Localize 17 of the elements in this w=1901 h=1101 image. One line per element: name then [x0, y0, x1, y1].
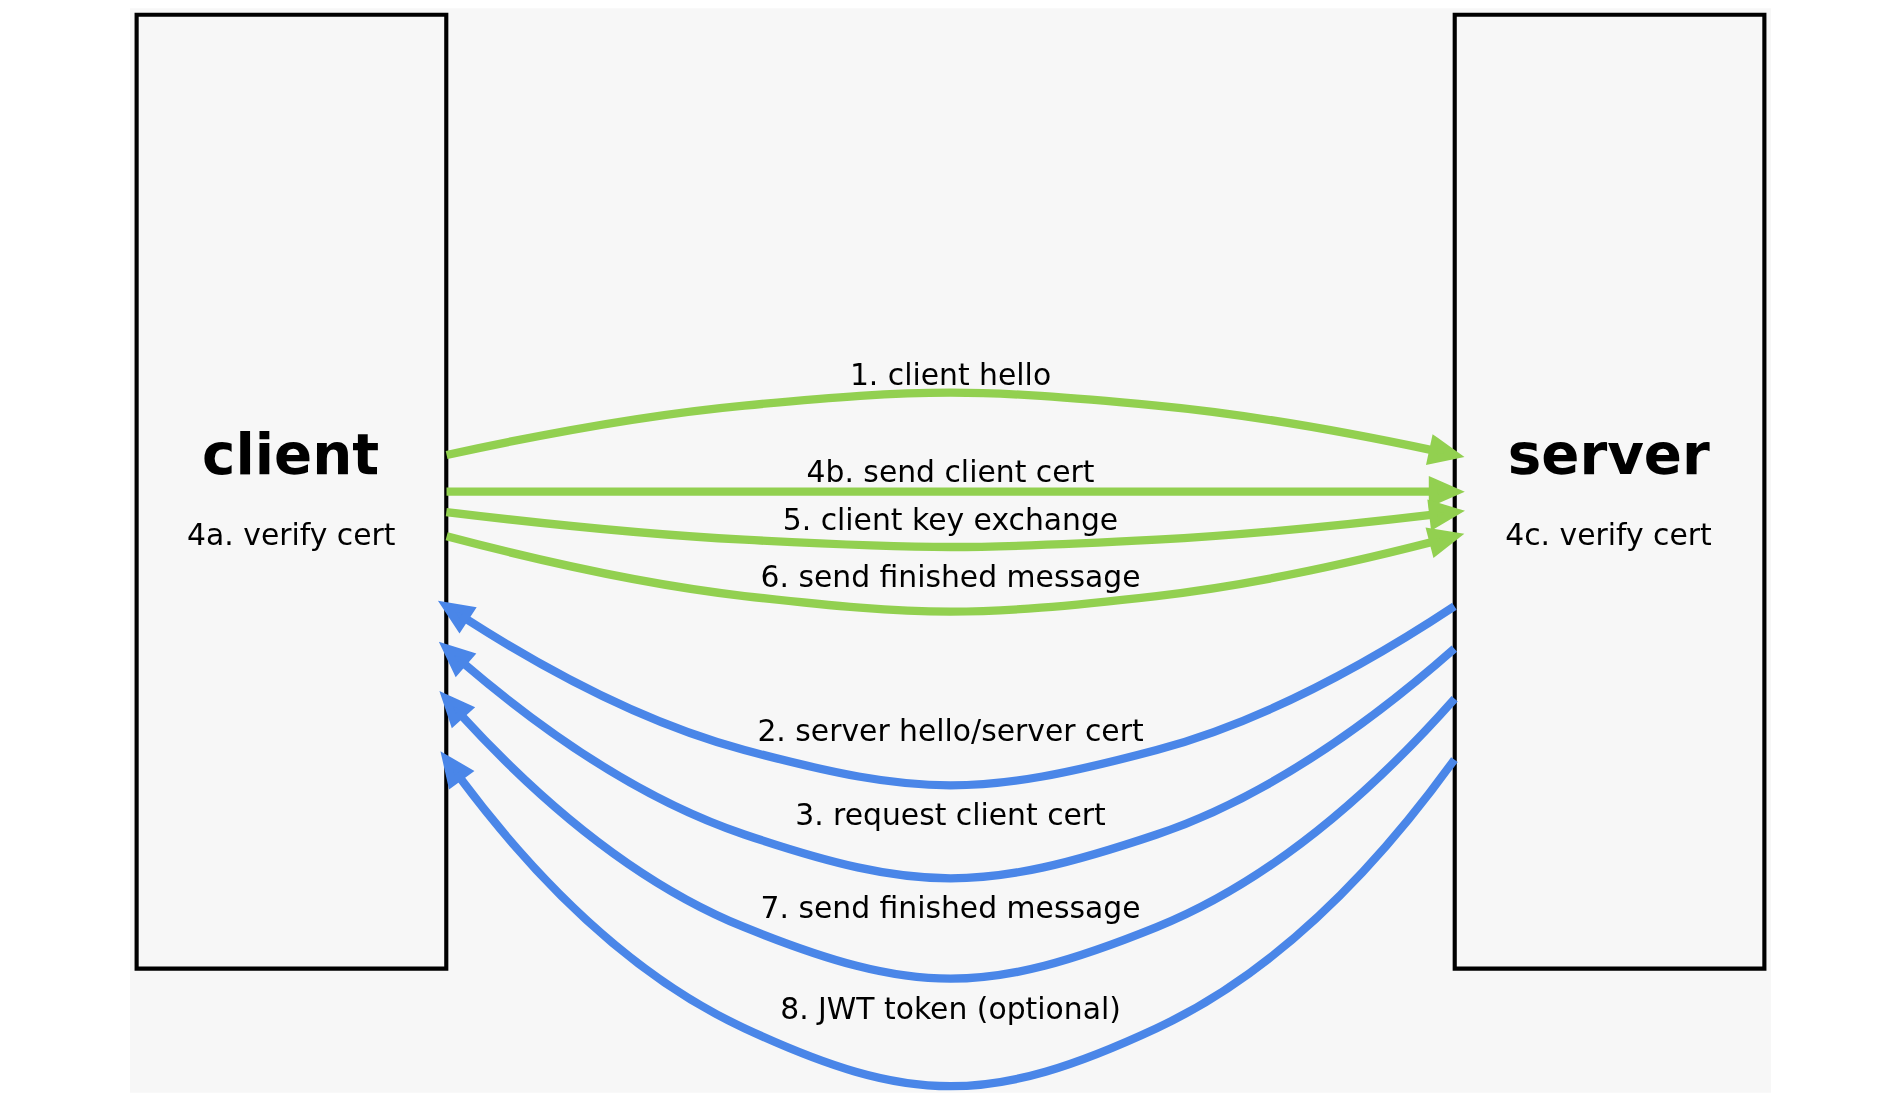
node-box: server 4c. verify cert — [1452, 12, 1767, 971]
edge-label: 2. server hello/server cert — [757, 712, 1144, 748]
edge-label: 7. send finished message — [760, 889, 1141, 925]
arrow — [445, 499, 1465, 552]
arrow — [445, 527, 1465, 616]
arrow — [437, 600, 1457, 790]
arrow — [439, 691, 1458, 983]
node-box: client 4a. verify cert — [134, 12, 449, 971]
edge-label: 5. client key exchange — [782, 502, 1119, 538]
arrow — [440, 751, 1458, 1091]
edge-label: 4b. send client cert — [806, 454, 1095, 490]
arrow — [438, 641, 1458, 883]
edge-label: 6. send finished message — [760, 558, 1141, 594]
arrow — [445, 388, 1465, 465]
edge-label: 8. JWT token (optional) — [780, 990, 1121, 1026]
edge-label: 3. request client cert — [795, 797, 1106, 833]
edge-label: 1. client hello — [849, 356, 1052, 392]
